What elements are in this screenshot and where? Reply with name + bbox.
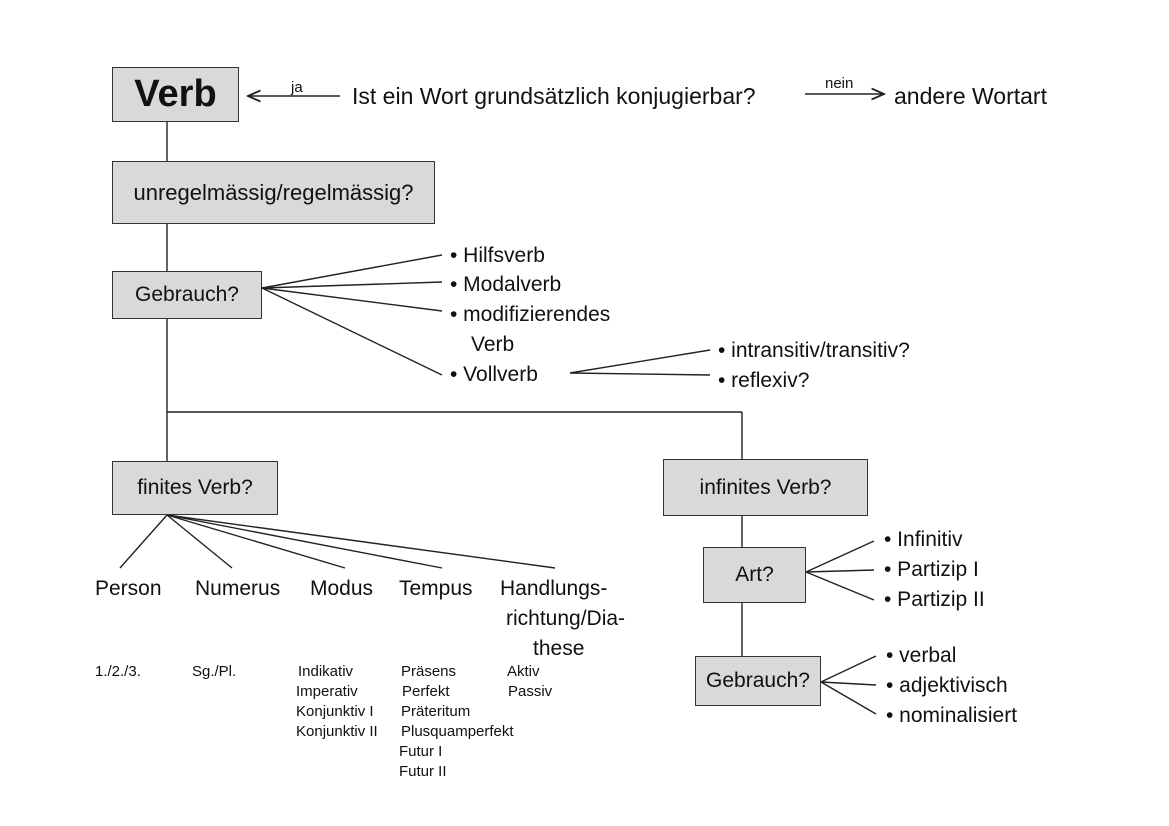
infinite-label: infinites Verb? xyxy=(699,475,832,499)
category-tempus: Tempus xyxy=(399,577,473,600)
tempus-plusquamperfekt: Plusquamperfekt xyxy=(401,723,514,740)
usage2-item-adjektivisch: • adjektivisch xyxy=(886,674,1008,697)
verb-title: Verb xyxy=(134,73,217,115)
usage-item-modalverb: • Modalverb xyxy=(450,273,562,296)
diathese-passiv: Passiv xyxy=(508,683,553,700)
tempus-perfekt: Perfekt xyxy=(402,683,450,700)
usage-item-hilfsverb: • Hilfsverb xyxy=(450,244,545,267)
infinite-usage-label: Gebrauch? xyxy=(706,669,810,692)
category-diathese-2: richtung/Dia- xyxy=(506,607,626,630)
usage2-item-verbal: • verbal xyxy=(886,644,957,667)
question-text: Ist ein Wort grundsätzlich konjugierbar? xyxy=(352,83,756,109)
usage-item-vollverb: • Vollverb xyxy=(450,363,538,386)
tempus-futur-2: Futur II xyxy=(399,763,447,780)
values-numerus: Sg./Pl. xyxy=(192,663,237,680)
category-modus: Modus xyxy=(310,577,374,600)
regularity-label: unregelmässig/regelmässig? xyxy=(133,179,414,205)
yes-label: ja xyxy=(291,79,303,96)
finite-box: finites Verb? xyxy=(112,461,278,515)
category-diathese-3: these xyxy=(533,637,585,660)
tempus-futur-1: Futur I xyxy=(399,743,443,760)
modus-imperativ: Imperativ xyxy=(296,683,358,700)
tempus-praeteritum: Präteritum xyxy=(401,703,471,720)
diathese-aktiv: Aktiv xyxy=(507,663,540,680)
other-wordclass: andere Wortart xyxy=(894,83,1047,109)
values-person: 1./2./3. xyxy=(95,663,141,680)
art-label: Art? xyxy=(735,563,774,586)
art-box: Art? xyxy=(703,547,806,603)
modus-konjunktiv-1: Konjunktiv I xyxy=(296,703,374,720)
art-item-partizip-2: • Partizip II xyxy=(884,588,985,611)
infinite-usage-box: Gebrauch? xyxy=(695,656,821,706)
usage-label: Gebrauch? xyxy=(135,283,239,306)
tempus-praesens: Präsens xyxy=(401,663,457,680)
usage-item-modifizierend: • modifizierendes xyxy=(450,303,611,326)
category-person: Person xyxy=(95,577,162,600)
usage2-item-nominalisiert: • nominalisiert xyxy=(886,704,1018,727)
no-label: nein xyxy=(825,75,854,92)
category-numerus: Numerus xyxy=(195,577,281,600)
usage-box: Gebrauch? xyxy=(112,271,262,319)
art-item-infinitiv: • Infinitiv xyxy=(884,528,963,551)
vollverb-transitivity: • intransitiv/transitiv? xyxy=(718,339,910,362)
finite-label: finites Verb? xyxy=(137,476,253,499)
regularity-box: unregelmässig/regelmässig? xyxy=(112,161,435,224)
usage-item-modifizierend-cont: Verb xyxy=(471,333,515,356)
modus-konjunktiv-2: Konjunktiv II xyxy=(296,723,378,740)
vollverb-reflexive: • reflexiv? xyxy=(718,369,810,392)
infinite-box: infinites Verb? xyxy=(663,459,868,516)
modus-indikativ: Indikativ xyxy=(298,663,354,680)
category-diathese-1: Handlungs- xyxy=(500,577,608,600)
verb-box: Verb xyxy=(112,67,239,122)
art-item-partizip-1: • Partizip I xyxy=(884,558,979,581)
